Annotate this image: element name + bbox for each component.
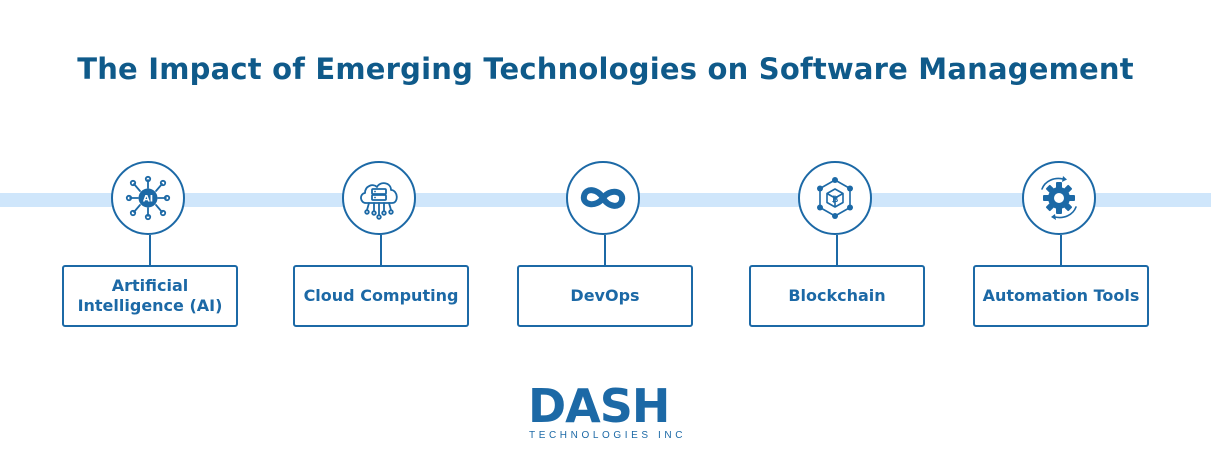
connector-line <box>604 235 606 265</box>
connector-line <box>836 235 838 265</box>
connector-line <box>380 235 382 265</box>
label-box-cloud-computing: Cloud Computing <box>293 265 469 327</box>
item-cloud-computing: Cloud Computing <box>293 0 469 471</box>
blockchain-icon: ₿ <box>798 161 872 235</box>
infinity-icon <box>566 161 640 235</box>
item-blockchain: ₿ Blockchain <box>749 0 925 471</box>
item-devops: DevOps <box>517 0 693 471</box>
item-label: DevOps <box>570 286 640 305</box>
bitcoin-icon-text: ₿ <box>832 195 839 204</box>
item-label: Cloud Computing <box>303 286 459 305</box>
label-box-blockchain: Blockchain <box>749 265 925 327</box>
logo-wordmark: DASH <box>528 379 670 433</box>
page-title: The Impact of Emerging Technologies on S… <box>77 52 1134 86</box>
item-label: Automation Tools <box>982 286 1140 305</box>
item-label: Blockchain <box>788 286 886 305</box>
ai-chip-icon: AI <box>111 161 185 235</box>
label-box-ai: Artificial Intelligence (AI) <box>62 265 238 327</box>
company-logo: DASH TECHNOLOGIES INC <box>528 383 688 443</box>
item-label: Artificial Intelligence (AI) <box>77 276 223 315</box>
label-box-automation-tools: Automation Tools <box>973 265 1149 327</box>
cloud-server-icon <box>342 161 416 235</box>
connector-line <box>149 235 151 265</box>
label-box-devops: DevOps <box>517 265 693 327</box>
item-automation-tools: Automation Tools <box>973 0 1149 471</box>
logo-tagline: TECHNOLOGIES INC <box>529 430 687 441</box>
ai-icon-text: AI <box>143 195 153 205</box>
gear-cycle-icon <box>1022 161 1096 235</box>
connector-line <box>1060 235 1062 265</box>
item-ai: AI Artificial Intelligence (AI) <box>62 0 238 471</box>
